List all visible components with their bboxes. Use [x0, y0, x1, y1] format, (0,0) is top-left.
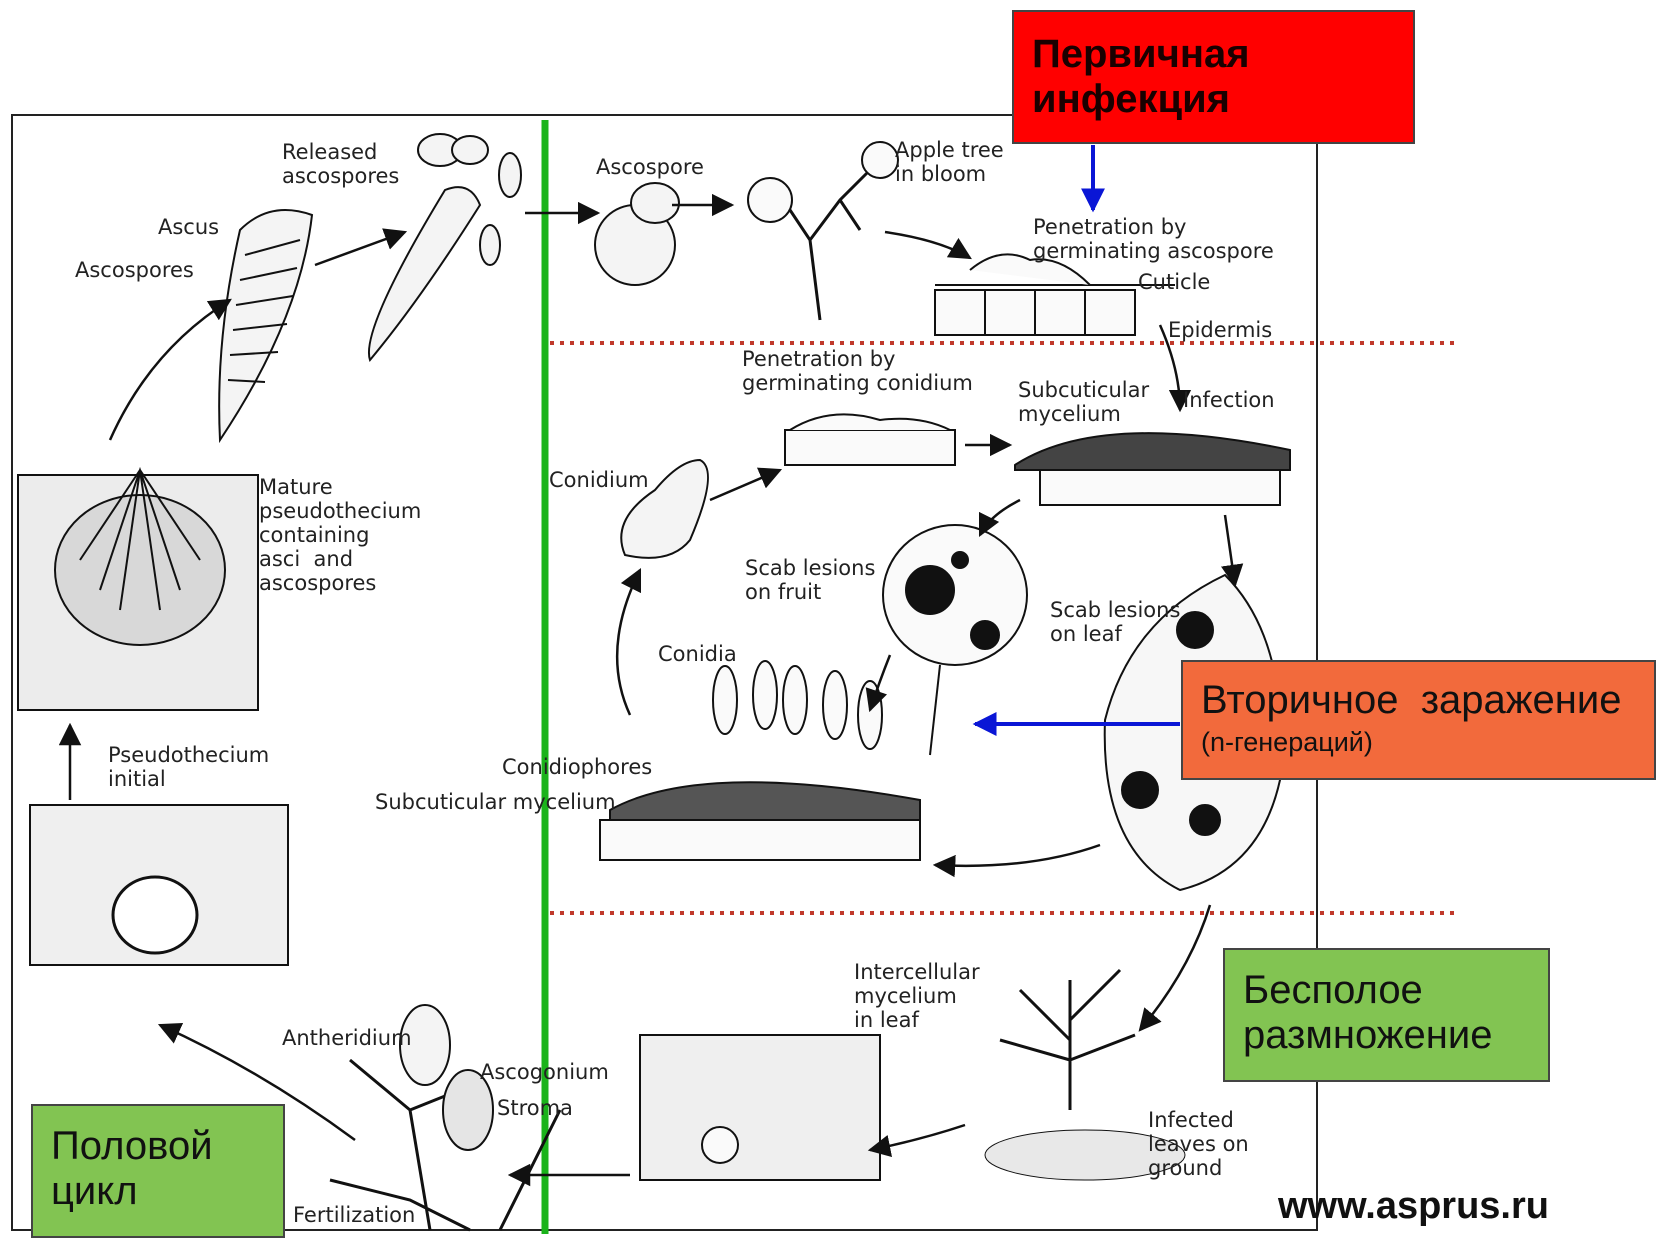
ascospore-illustration: [595, 183, 679, 285]
secondary-infection-box: Вторичное заражение (n-генераций): [1181, 660, 1656, 780]
label-pseudothecium-initial: Pseudothecium initial: [108, 743, 269, 791]
label-intercellular-mycelium: Intercellular mycelium in leaf: [854, 960, 980, 1032]
label-epidermis: Epidermis: [1168, 318, 1272, 342]
label-released-ascospores: Released ascospores: [282, 140, 399, 188]
label-cuticle: Cuticle: [1138, 270, 1210, 294]
label-mature-pseudothecium: Mature pseudothecium containing asci and…: [259, 475, 421, 595]
label-subcuticular-mycelium-top: Subcuticular mycelium: [1018, 378, 1149, 426]
label-conidium: Conidium: [549, 468, 649, 492]
label-conidia: Conidia: [658, 642, 737, 666]
label-conidiophores: Conidiophores: [502, 755, 652, 779]
label-infection: Infection: [1183, 388, 1275, 412]
subcuticular-mycelium-illustration: [1015, 433, 1290, 505]
primary-infection-text: Первичная инфекция: [1014, 12, 1413, 122]
asexual-reproduction-text: Бесполое размножение: [1225, 950, 1548, 1058]
leaf-surface-primary: [935, 254, 1175, 335]
label-infected-leaves: Infected leaves on ground: [1148, 1108, 1249, 1180]
watermark-text: www.asprus.ru: [1278, 1185, 1549, 1228]
asexual-reproduction-box: Бесполое размножение: [1223, 948, 1550, 1082]
sexual-cycle-text: Половой цикл: [33, 1106, 283, 1214]
scab-fruit-illustration: [883, 525, 1027, 755]
secondary-infection-subtext: (n-генераций): [1183, 723, 1654, 757]
intercellular-mycelium-illustration: [640, 1035, 880, 1180]
label-apple-tree: Apple tree in bloom: [895, 138, 1004, 186]
label-scab-fruit: Scab lesions on fruit: [745, 556, 875, 604]
label-penetration-conidium: Penetration by germinating conidium: [742, 347, 973, 395]
secondary-infection-text: Вторичное заражение: [1183, 662, 1654, 723]
ascus-illustration: [219, 210, 312, 440]
label-antheridium: Antheridium: [282, 1026, 412, 1050]
mature-pseudothecium-illustration: [18, 470, 258, 710]
sexual-cycle-box: Половой цикл: [31, 1104, 285, 1238]
conidium-penetration-illustration: [785, 414, 955, 465]
label-fertilization: Fertilization: [293, 1203, 415, 1227]
label-stroma: Stroma: [497, 1096, 573, 1120]
apple-bloom-illustration: [748, 142, 898, 320]
label-penetration-ascospore: Penetration by germinating ascospore: [1033, 215, 1274, 263]
label-ascus: Ascus: [158, 215, 219, 239]
label-ascospores: Ascospores: [75, 258, 194, 282]
label-ascospore: Ascospore: [596, 155, 704, 179]
label-scab-leaf: Scab lesions on leaf: [1050, 598, 1180, 646]
label-subcuticular-mycelium-bottom: Subcuticular mycelium: [375, 790, 616, 814]
label-ascogonium: Ascogonium: [480, 1060, 609, 1084]
pseudothecium-initial-illustration: [30, 805, 288, 965]
primary-infection-box: Первичная инфекция: [1012, 10, 1415, 144]
